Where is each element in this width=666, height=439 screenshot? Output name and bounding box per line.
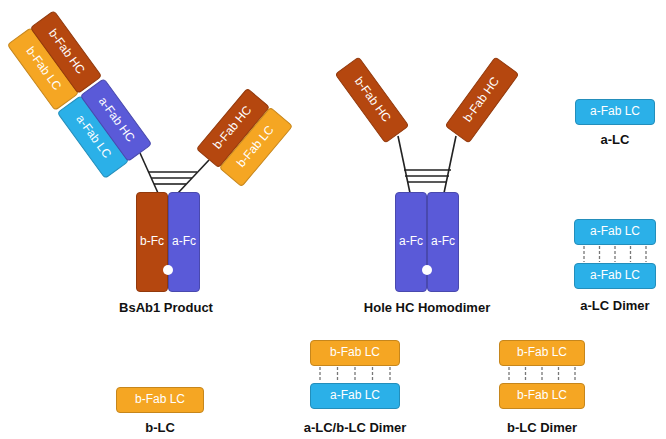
disulfide-bond (407, 181, 447, 183)
disulfide-bond (148, 171, 197, 173)
chain-label: a-Fc (172, 235, 196, 249)
caption-label: a-LC Dimer (580, 298, 649, 313)
chain-box: a-Fc (395, 192, 427, 292)
chain-label: b-Fab LC (330, 346, 380, 360)
chain-label: a-Fab LC (330, 389, 380, 403)
chain-label: b-Fab LC (517, 346, 567, 360)
chain-box: a-Fab LC (574, 263, 656, 289)
caption-label: BsAb1 Product (119, 300, 213, 315)
chain-box: a-Fc (168, 192, 200, 292)
chain-box: b-Fab LC (116, 387, 204, 413)
caption-label: a-LC (601, 132, 630, 147)
chain-label: a-Fab LC (590, 225, 640, 239)
disulfide-bond (404, 169, 451, 171)
chain-label: b-Fab HC (461, 75, 503, 125)
chain-label: a-Fc (431, 235, 455, 249)
homodimer-hinge (398, 136, 456, 193)
disulfide-bond (151, 177, 192, 179)
chain-box: a-Fc (427, 192, 459, 292)
chain-label: b-Fc (140, 235, 164, 249)
chain-box: b-Fab HC (445, 56, 520, 143)
heavy-chain-stem (398, 136, 410, 193)
caption-label: b-LC Dimer (507, 420, 577, 435)
heavy-chain-stem (444, 136, 456, 193)
chain-box: a-Fab LC (310, 383, 400, 409)
chain-label: b-Fab HC (351, 75, 393, 125)
heavy-chain-stem (140, 153, 158, 193)
disulfide-bond (405, 175, 449, 177)
chain-label: a-Fab LC (590, 269, 640, 283)
disulfide-bond (154, 183, 186, 185)
chain-box: b-Fab LC (499, 383, 585, 409)
bond-dashes (320, 367, 390, 382)
chain-label: a-Fc (399, 235, 423, 249)
caption-label: b-LC (145, 420, 175, 435)
chain-label: b-Fab LC (135, 393, 185, 407)
chain-box: a-Fab LC (574, 219, 656, 245)
chain-box: b-Fc (136, 192, 168, 292)
chain-box: b-Fab HC (335, 56, 410, 143)
caption-label: a-LC/b-LC Dimer (304, 420, 407, 435)
bond-dashes (509, 367, 575, 382)
caption-label: Hole HC Homodimer (364, 300, 490, 315)
heavy-chain-stem (178, 160, 209, 193)
chain-label: b-Fab LC (517, 389, 567, 403)
chain-label: a-Fab LC (590, 105, 640, 119)
chain-box: b-Fab LC (310, 340, 400, 366)
chain-box: a-Fab LC (575, 99, 655, 125)
knob-hole (163, 265, 173, 275)
bond-dashes (584, 246, 646, 262)
bsab1-hinge (140, 153, 209, 193)
knob-hole (422, 265, 432, 275)
chain-box: b-Fab LC (499, 340, 585, 366)
